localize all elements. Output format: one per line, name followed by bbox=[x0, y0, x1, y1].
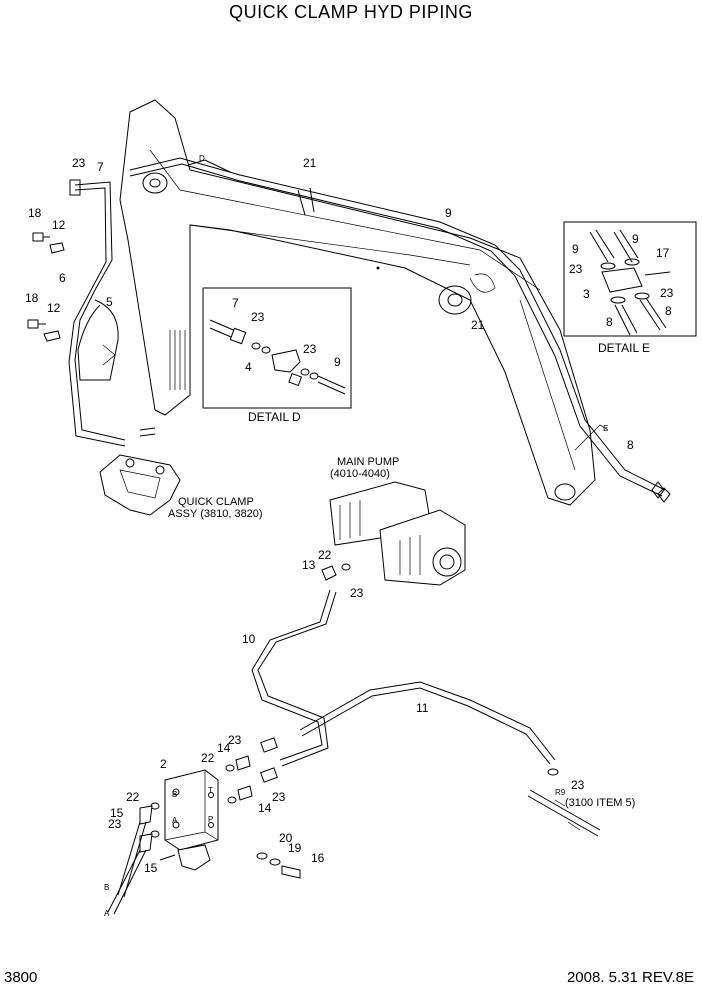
marker-d: D bbox=[199, 154, 205, 163]
port-p: P bbox=[208, 815, 213, 824]
callout: 21 bbox=[471, 318, 485, 332]
callout: 4 bbox=[245, 360, 252, 374]
quick-clamp-subcaption: ASSY (3810, 3820) bbox=[168, 508, 263, 520]
port-b: B bbox=[172, 790, 177, 799]
callout: 5 bbox=[106, 295, 113, 309]
callout: 23 bbox=[72, 156, 86, 170]
callout: 7 bbox=[232, 296, 239, 310]
page-number: 3800 bbox=[4, 969, 38, 986]
callout: 20 bbox=[279, 831, 293, 845]
callout: 3 bbox=[583, 287, 590, 301]
callout: 15 bbox=[144, 861, 158, 875]
callout: 8 bbox=[627, 438, 634, 452]
callout: 16 bbox=[311, 851, 325, 865]
boom-hoses bbox=[129, 157, 671, 503]
quick-clamp-caption: QUICK CLAMP bbox=[178, 496, 254, 508]
captions: MAIN PUMP (4010-4040) QUICK CLAMP ASSY (… bbox=[104, 154, 650, 918]
marker-b: B bbox=[104, 883, 109, 892]
marker-r9: R9 bbox=[555, 788, 566, 797]
detail-e-label: DETAIL E bbox=[598, 341, 650, 355]
callout: 23 bbox=[350, 586, 364, 600]
pilot-hoses bbox=[251, 589, 601, 837]
ab-hoses bbox=[107, 802, 160, 915]
callout: 9 bbox=[334, 355, 341, 369]
callout: 9 bbox=[445, 206, 452, 220]
left-hoses bbox=[68, 179, 156, 447]
callout: 22 bbox=[318, 548, 332, 562]
callout: 10 bbox=[242, 632, 256, 646]
callout: 2 bbox=[160, 757, 167, 771]
callout: 23 bbox=[571, 778, 585, 792]
callout: 17 bbox=[656, 246, 670, 260]
callout: 9 bbox=[572, 242, 579, 256]
item-reference: (3100 ITEM 5) bbox=[565, 797, 635, 809]
callout: 12 bbox=[47, 301, 61, 315]
callout: 23 bbox=[228, 733, 242, 747]
revision-date: 2008. 5.31 REV.8E bbox=[566, 969, 694, 986]
callout: 8 bbox=[606, 315, 613, 329]
callout: 23 bbox=[251, 310, 265, 324]
detail-d-label: DETAIL D bbox=[248, 410, 301, 424]
callout: 11 bbox=[416, 701, 429, 715]
callout: 22 bbox=[126, 790, 140, 804]
callout: 18 bbox=[28, 206, 42, 220]
boom bbox=[119, 99, 596, 506]
callout: 15 bbox=[110, 806, 124, 820]
quick-clamp-assy bbox=[99, 454, 181, 516]
callout: 22 bbox=[201, 751, 215, 765]
callout: 14 bbox=[217, 741, 231, 755]
valve-block bbox=[159, 755, 301, 879]
callout: 23 bbox=[303, 342, 317, 356]
callout: 6 bbox=[59, 271, 66, 285]
main-pump-subcaption: (4010-4040) bbox=[330, 468, 390, 480]
callout: 23 bbox=[660, 286, 674, 300]
clamp-bolts bbox=[27, 232, 65, 342]
detail-e-box bbox=[563, 221, 697, 337]
callout: 19 bbox=[288, 841, 302, 855]
callout: 8 bbox=[665, 304, 672, 318]
port-a: A bbox=[172, 816, 178, 825]
callout: 14 bbox=[258, 801, 272, 815]
callout: 12 bbox=[52, 218, 66, 232]
detail-d-box bbox=[202, 287, 352, 409]
callout: 9 bbox=[632, 232, 639, 246]
main-pump-caption: MAIN PUMP bbox=[337, 456, 399, 468]
page-title: QUICK CLAMP HYD PIPING bbox=[229, 2, 473, 22]
main-pump bbox=[321, 481, 466, 586]
callout: 7 bbox=[97, 160, 104, 174]
part-callouts: 23 7 21 9 18 12 6 5 18 12 7 23 4 23 9 9 … bbox=[25, 156, 674, 875]
callout: 18 bbox=[25, 291, 39, 305]
callout: 23 bbox=[569, 262, 583, 276]
port-t: T bbox=[208, 786, 213, 795]
callout: 21 bbox=[303, 156, 317, 170]
marker-a: A bbox=[104, 909, 110, 918]
callout: 23 bbox=[108, 817, 122, 831]
callout: 13 bbox=[302, 558, 316, 572]
callout: 23 bbox=[272, 790, 286, 804]
marker-e: E bbox=[603, 424, 608, 433]
